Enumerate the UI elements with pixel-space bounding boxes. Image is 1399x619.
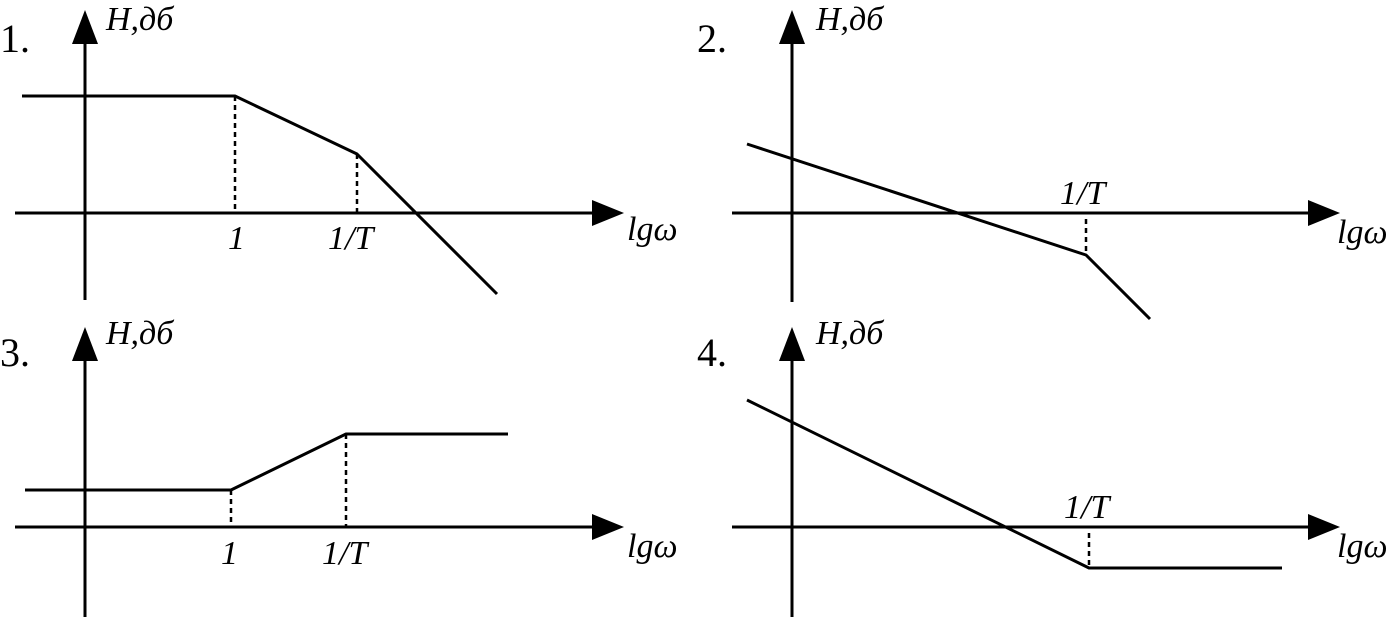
panel-3-number: 3. xyxy=(0,330,30,375)
panel-2-x-axis-label: lgω xyxy=(1337,214,1387,251)
panel-3-x-axis-arrow xyxy=(592,514,624,540)
panel-1-x-axis-label: lgω xyxy=(627,211,677,248)
panel-3: 3. H,дб lgω 1 1/T xyxy=(0,315,677,617)
panel-2-x-axis-arrow xyxy=(1308,200,1340,226)
panel-3-curve xyxy=(25,432,508,492)
panel-4-x-axis-label: lgω xyxy=(1337,528,1387,565)
panel-1: 1. H,дб lgω 1 1/T xyxy=(0,1,677,300)
panel-4-y-axis-arrow xyxy=(779,327,805,361)
panel-4: 4. H,дб lgω 1/T xyxy=(697,315,1387,617)
panel-1-number: 1. xyxy=(0,16,30,61)
panel-1-curve xyxy=(22,94,499,296)
panel-3-tick-label-1: 1 xyxy=(221,535,238,572)
panel-2: 2. H,дб lgω 1/T xyxy=(697,1,1387,321)
panel-4-number: 4. xyxy=(697,330,727,375)
panel-2-curve xyxy=(746,142,1152,321)
panel-4-x-axis-arrow xyxy=(1308,514,1340,540)
panel-1-x-axis-arrow xyxy=(592,200,624,226)
panel-3-tick-label-2: 1/T xyxy=(322,535,369,572)
panel-2-number: 2. xyxy=(697,16,727,61)
panel-4-y-axis-label: H,дб xyxy=(815,315,885,352)
panel-1-y-axis-arrow xyxy=(72,10,98,44)
panel-1-tick-label-1: 1 xyxy=(228,220,245,257)
panel-2-y-axis-label: H,дб xyxy=(815,1,885,38)
panel-2-tick-label-1: 1/T xyxy=(1060,175,1107,212)
panel-2-y-axis-arrow xyxy=(779,10,805,44)
panel-1-tick-label-2: 1/T xyxy=(328,220,375,257)
panel-4-tick-label-1: 1/T xyxy=(1064,489,1111,526)
panel-3-y-axis-label: H,дб xyxy=(105,315,175,352)
panel-3-y-axis-arrow xyxy=(72,327,98,361)
panel-1-y-axis-label: H,дб xyxy=(105,1,175,38)
panel-3-x-axis-label: lgω xyxy=(627,528,677,565)
panel-4-curve xyxy=(746,398,1282,570)
